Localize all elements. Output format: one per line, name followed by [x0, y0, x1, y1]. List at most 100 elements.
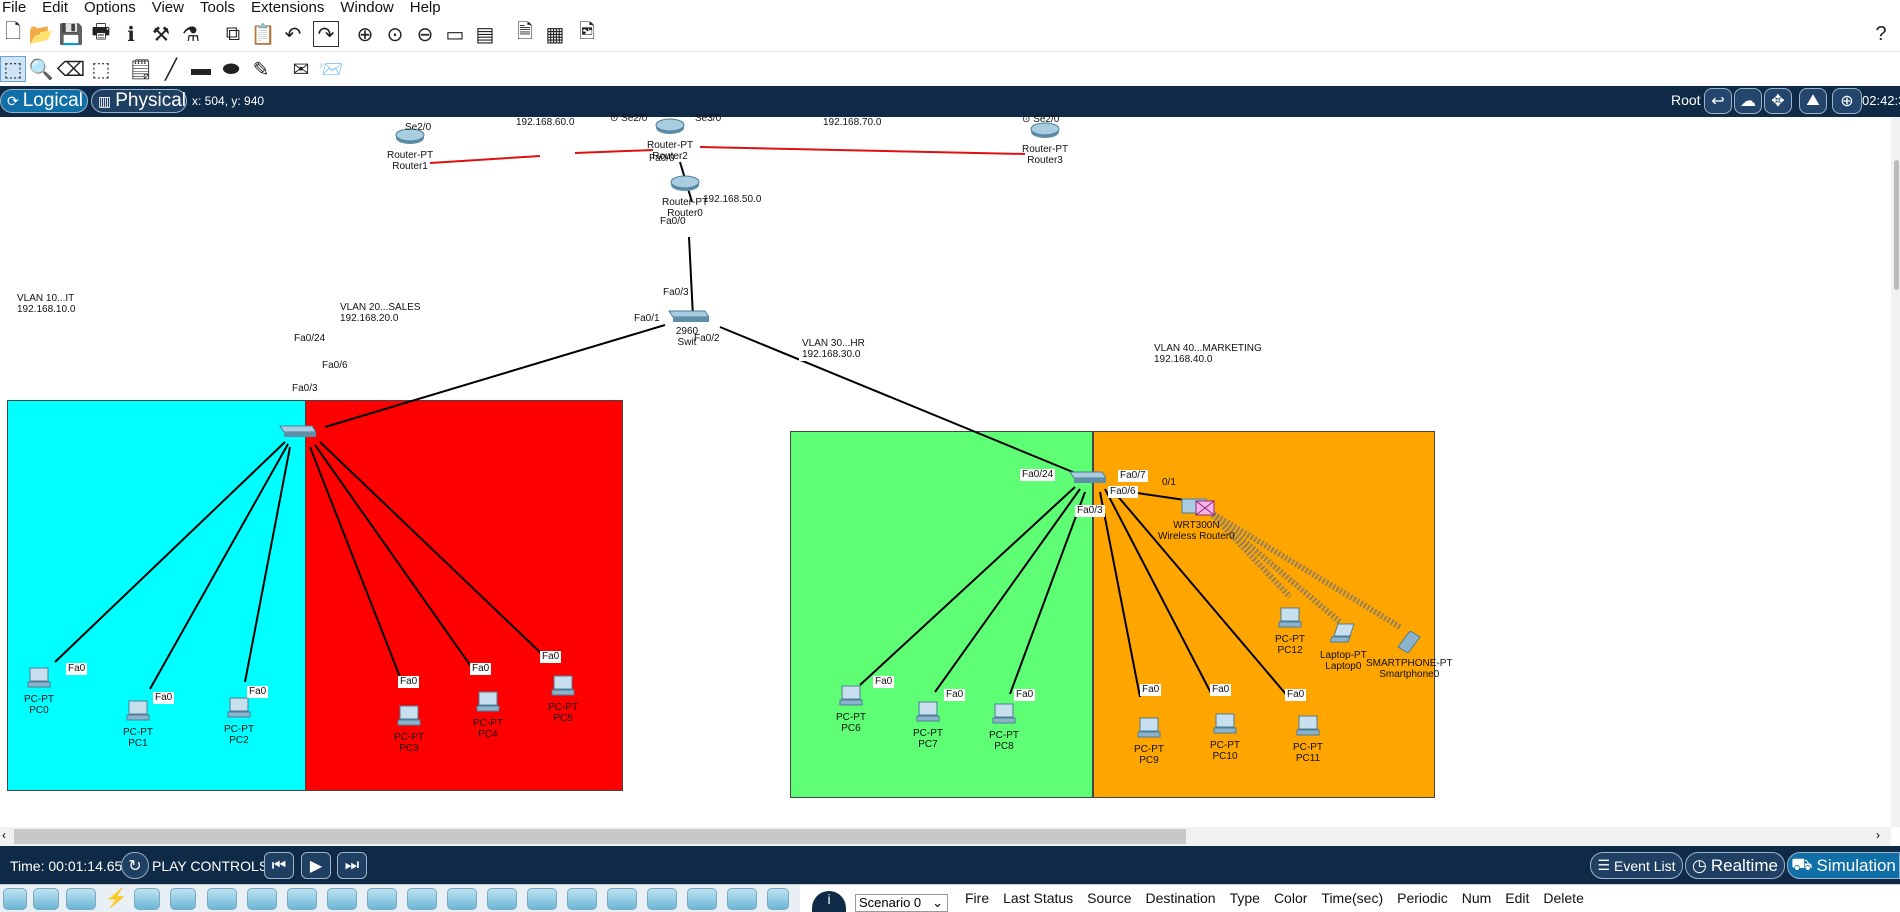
- link-r2-net60[interactable]: [574, 149, 654, 154]
- menu-extensions[interactable]: Extensions: [251, 0, 325, 16]
- misc-icon[interactable]: [134, 888, 160, 910]
- router-model-8-icon[interactable]: [487, 888, 517, 910]
- col-type[interactable]: Type: [1229, 890, 1260, 906]
- router-model-1-icon[interactable]: [207, 888, 237, 910]
- realtime-button[interactable]: ◷ Realtime: [1685, 852, 1785, 879]
- link-pc8[interactable]: [1009, 491, 1086, 695]
- info-scenario-icon[interactable]: i: [812, 891, 846, 912]
- link-pc4[interactable]: [314, 444, 476, 673]
- col-delete[interactable]: Delete: [1543, 890, 1584, 906]
- router-model-5-icon[interactable]: [367, 888, 397, 910]
- vertical-scrollbar[interactable]: [1891, 117, 1900, 827]
- link-pc11[interactable]: [1109, 486, 1291, 700]
- link-pc5[interactable]: [319, 441, 546, 658]
- reset-time-icon[interactable]: ↻: [121, 852, 149, 879]
- access-switch-right[interactable]: [1068, 468, 1107, 487]
- freeform-icon[interactable]: ✎: [252, 58, 270, 81]
- pc11[interactable]: PC-PT PC11: [1293, 715, 1323, 764]
- laptop0[interactable]: Laptop-PT Laptop0: [1320, 623, 1367, 672]
- horizontal-scroll-thumb[interactable]: [14, 829, 1186, 844]
- draw-line-icon[interactable]: ╱: [164, 58, 178, 81]
- router2[interactable]: Router-PT Router2: [647, 117, 693, 162]
- pc7[interactable]: PC-PT PC7: [913, 701, 943, 750]
- router-model-3-icon[interactable]: [287, 888, 317, 910]
- link-pc9[interactable]: [1099, 491, 1141, 698]
- step-back-icon[interactable]: ⏮: [264, 852, 294, 879]
- redo-icon[interactable]: ↷: [313, 21, 339, 47]
- delete-icon[interactable]: ⌫: [56, 58, 86, 81]
- back-icon[interactable]: ↩: [1704, 88, 1732, 114]
- select-icon[interactable]: ⬚: [0, 56, 26, 82]
- drawing-palette-icon[interactable]: ▭: [445, 23, 465, 46]
- paste-icon[interactable]: 📋: [250, 23, 276, 46]
- pc5[interactable]: PC-PT PC5: [548, 675, 578, 724]
- server-icon[interactable]: ▦: [545, 23, 565, 46]
- router-model-11-icon[interactable]: [607, 888, 637, 910]
- vlan10-zone[interactable]: [7, 400, 306, 791]
- link-pc1[interactable]: [149, 443, 289, 690]
- link-r1-r2[interactable]: [429, 155, 541, 164]
- zoom-reset-icon[interactable]: ⊙: [386, 23, 404, 46]
- link-pc7[interactable]: [934, 488, 1081, 693]
- router-model-13-icon[interactable]: [687, 888, 717, 910]
- menu-file[interactable]: File: [2, 0, 27, 16]
- link-pc0[interactable]: [54, 441, 286, 663]
- pc1[interactable]: PC-PT PC1: [123, 700, 153, 749]
- link-r2-r3[interactable]: [699, 146, 1026, 155]
- core-switch[interactable]: 2960 Swit: [665, 307, 710, 348]
- open-folder-icon[interactable]: 📂: [28, 23, 54, 46]
- col-num[interactable]: Num: [1461, 890, 1492, 906]
- col-time[interactable]: Time(sec): [1321, 890, 1384, 906]
- help-icon[interactable]: ?: [1875, 22, 1887, 45]
- wireless-router[interactable]: WRT300N Wireless Router0: [1158, 495, 1235, 542]
- vertical-scroll-thumb[interactable]: [1894, 160, 1899, 290]
- router-model-10-icon[interactable]: [567, 888, 597, 910]
- save-icon[interactable]: 💾: [58, 23, 84, 46]
- physical-tab[interactable]: ▥ Physical: [91, 89, 187, 113]
- inspect-icon[interactable]: 🔍: [28, 58, 54, 81]
- move-icon[interactable]: ✥: [1764, 88, 1792, 114]
- router-model-4-icon[interactable]: [327, 888, 357, 910]
- add-complex-pdu-icon[interactable]: 📨: [318, 58, 344, 81]
- image-icon[interactable]: 🖻: [578, 21, 596, 43]
- col-destination[interactable]: Destination: [1145, 890, 1216, 906]
- scenario-select[interactable]: Scenario 0 ⌄: [855, 894, 948, 912]
- menu-tools[interactable]: Tools: [199, 0, 236, 16]
- router1[interactable]: Router-PT Router1: [387, 127, 433, 172]
- menu-help[interactable]: Help: [409, 0, 441, 16]
- note-icon[interactable]: 🗒: [128, 58, 154, 81]
- components-icon[interactable]: [66, 888, 96, 910]
- zoom-in-icon[interactable]: ⊕: [356, 23, 374, 46]
- logical-tab[interactable]: ⟳ Logical: [0, 89, 88, 113]
- print-icon[interactable]: 🖶: [91, 21, 111, 43]
- document-icon[interactable]: 🗎: [516, 21, 534, 43]
- access-switch-left[interactable]: [278, 422, 317, 441]
- network-devices-icon[interactable]: [3, 888, 27, 910]
- vlan30-zone[interactable]: [790, 431, 1093, 798]
- activity-wizard-icon[interactable]: ⚗: [182, 23, 200, 46]
- zoom-out-icon[interactable]: ⊖: [416, 23, 434, 46]
- clock-icon[interactable]: ⊕: [1832, 88, 1862, 114]
- smartphone0[interactable]: SMARTPHONE-PT Smartphone0: [1366, 630, 1453, 680]
- link-pc10[interactable]: [1104, 488, 1213, 696]
- router-model-6-icon[interactable]: [407, 888, 437, 910]
- info-icon[interactable]: ℹ: [127, 23, 135, 46]
- col-fire[interactable]: Fire: [965, 890, 990, 906]
- ellipse-icon[interactable]: ⬬: [222, 57, 240, 80]
- vlan20-zone[interactable]: [305, 400, 623, 791]
- undo-icon[interactable]: ↶: [284, 23, 302, 46]
- pc8[interactable]: PC-PT PC8: [989, 703, 1019, 752]
- menu-edit[interactable]: Edit: [42, 0, 69, 16]
- simulation-button[interactable]: ⛟ Simulation: [1787, 852, 1900, 879]
- cloud-icon[interactable]: ☁: [1734, 88, 1762, 114]
- add-simple-pdu-icon[interactable]: ✉: [292, 58, 310, 81]
- col-source[interactable]: Source: [1087, 890, 1132, 906]
- play-icon[interactable]: ▶: [301, 852, 331, 879]
- pc4[interactable]: PC-PT PC4: [473, 691, 503, 740]
- col-edit[interactable]: Edit: [1505, 890, 1530, 906]
- copy-icon[interactable]: ⧉: [225, 22, 241, 45]
- pc10[interactable]: PC-PT PC10: [1210, 713, 1240, 762]
- network-info-icon[interactable]: ⚒: [152, 23, 170, 46]
- router0[interactable]: Router-PT Router0: [662, 174, 708, 219]
- col-last-status[interactable]: Last Status: [1003, 890, 1074, 906]
